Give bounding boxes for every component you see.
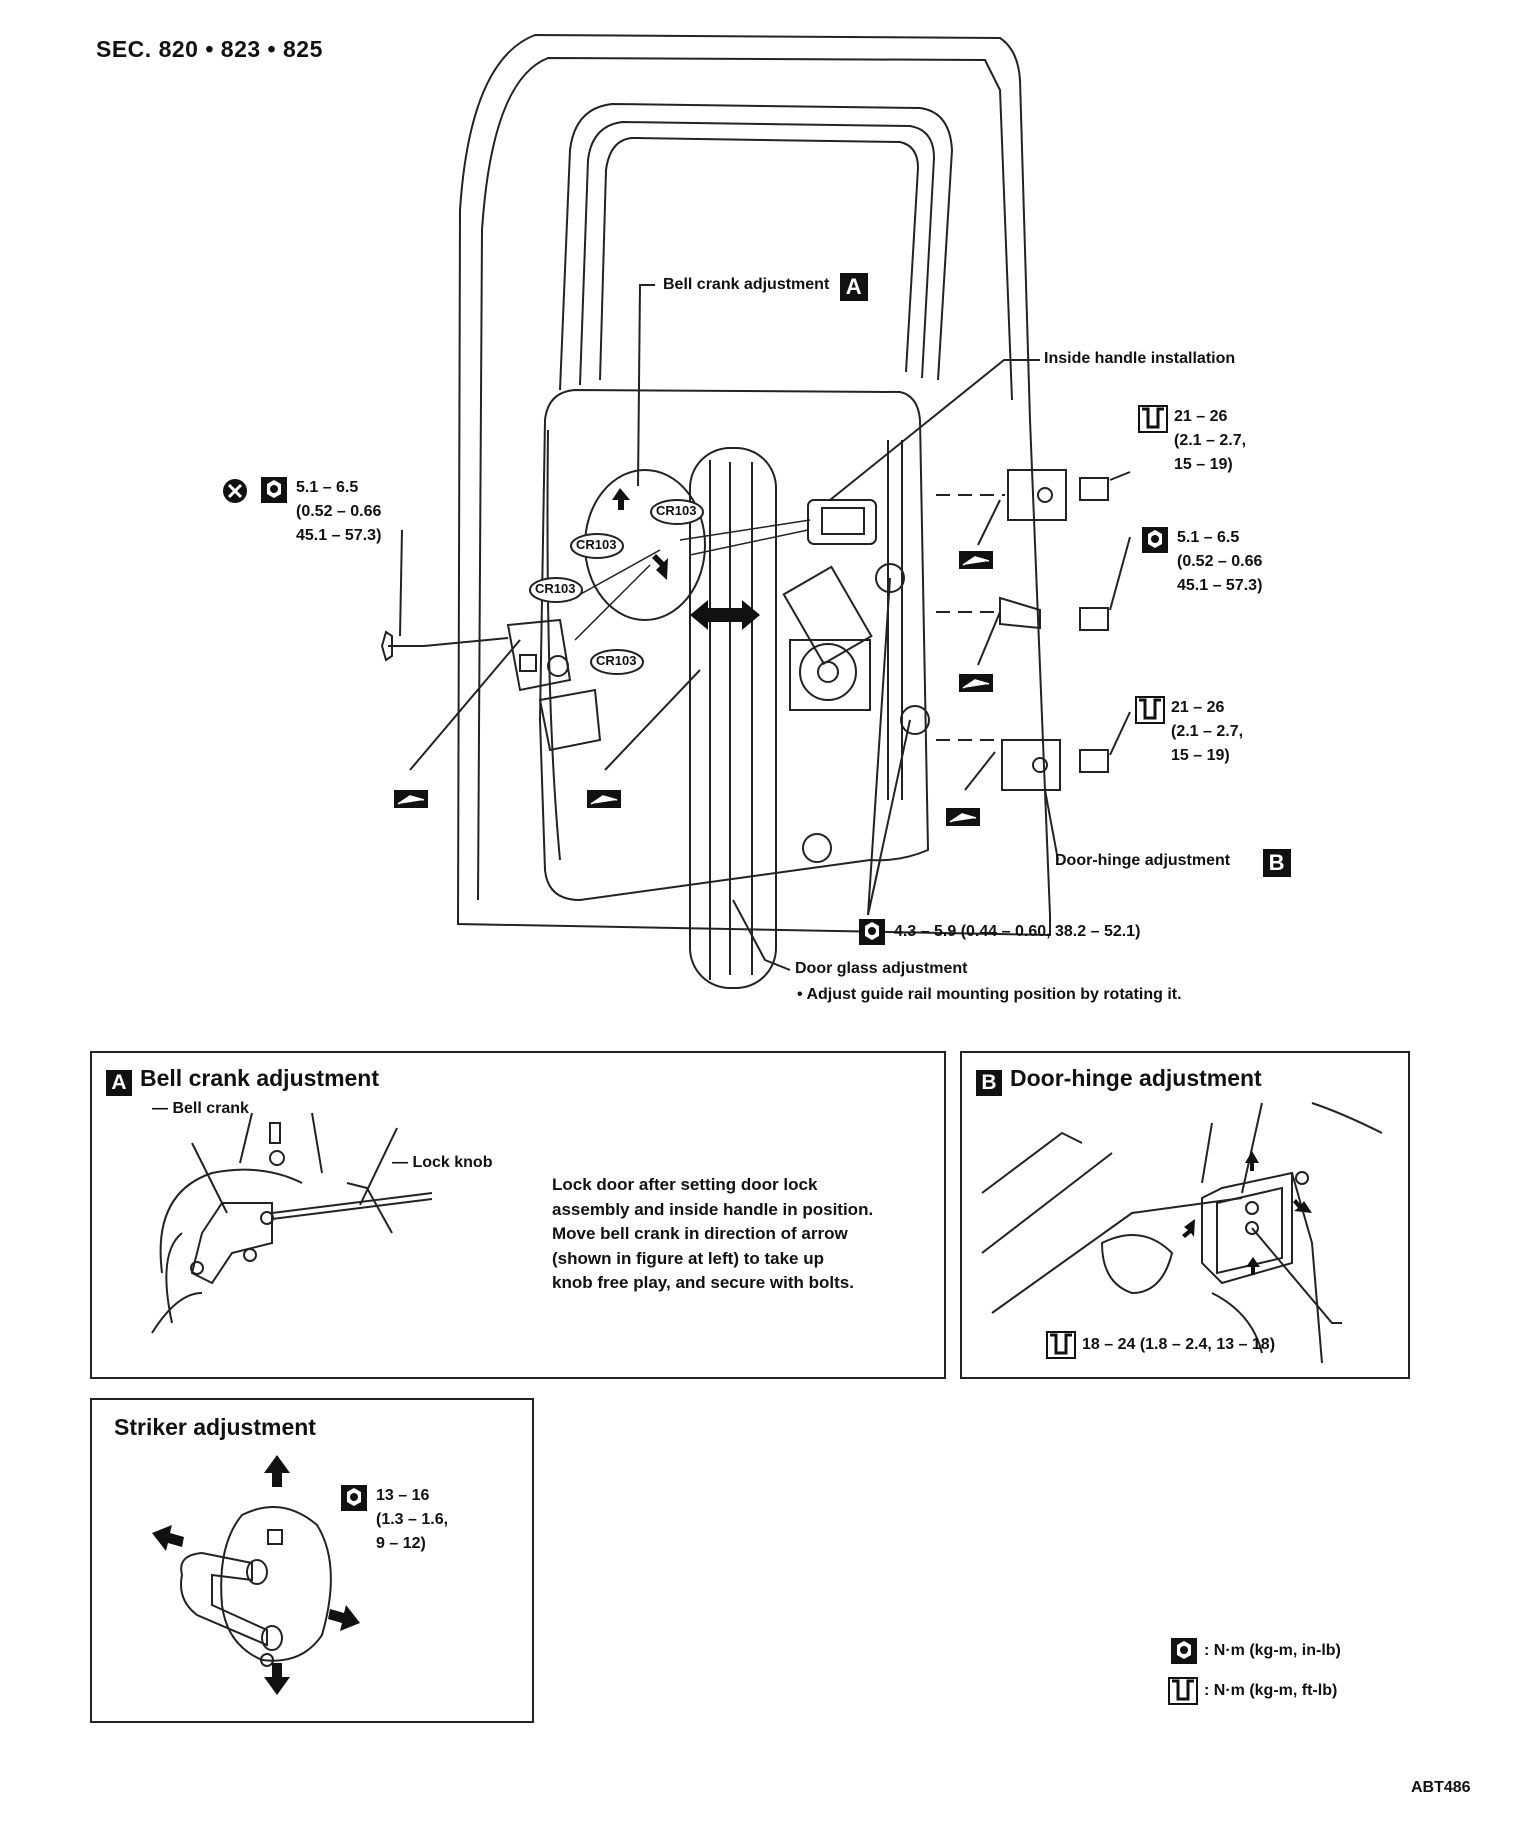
torque-value: 21 – 26: [1171, 699, 1225, 716]
torque-ft-lb-icon: [1135, 696, 1165, 729]
panel-door-hinge-adjustment: B Door-hinge adjustment: [960, 1051, 1410, 1379]
bell-crank-adjustment-text: Bell crank adjustment: [663, 276, 830, 293]
torque-bottom-value: 4.3 – 5.9 (0.44 – 0.60, 38.2 – 52.1): [894, 923, 1141, 940]
panel-a-title: A Bell crank adjustment: [106, 1065, 379, 1096]
cr103-label: CR103: [596, 653, 637, 668]
leader-bell-crank: [637, 284, 655, 487]
lock-knob-label-text: Lock knob: [412, 1154, 493, 1171]
torque-ft-lb-icon: [1168, 1677, 1198, 1710]
ref-badge-a: A: [106, 1070, 132, 1096]
upper-hinge: [1007, 469, 1067, 521]
torque-in-lb-icon: [260, 476, 288, 509]
bell-crank-adjustment-label: Bell crank adjustment A: [663, 273, 868, 301]
torque-left-values: 5.1 – 6.5 (0.52 – 0.66 45.1 – 57.3): [296, 476, 381, 548]
torque-ft-lb-icon: [1138, 405, 1168, 438]
do-not-reuse-icon: [222, 478, 248, 509]
door-glass-adjustment-label: Door glass adjustment: [795, 960, 968, 977]
door-lock-assembly: [506, 618, 572, 692]
door-hinge-drawing: [981, 1102, 1383, 1364]
striker-torque-values: 13 – 16 (1.3 – 1.6, 9 – 12): [376, 1484, 448, 1556]
bell-crank-label: — Bell crank: [152, 1100, 249, 1117]
legend-in-lb: : N·m (kg-m, in-lb): [1204, 1642, 1341, 1659]
figure-code: ABT486: [1411, 1779, 1471, 1796]
ref-badge-b: B: [976, 1070, 1002, 1096]
torque-value: (2.1 – 2.7,: [1174, 432, 1247, 449]
leader-door-glass: [732, 899, 791, 971]
cr103-label: CR103: [656, 503, 697, 518]
bell-crank-drawing: [151, 1112, 433, 1334]
door-glass-note-text: Adjust guide rail mounting position by r…: [806, 986, 1182, 1003]
door-hinge-adjustment-text: Door-hinge adjustment: [1055, 852, 1231, 869]
window-frame: [559, 102, 954, 391]
bell-crank-arrow-up: [612, 488, 630, 510]
torque-value: 21 – 26: [1174, 408, 1228, 425]
bell-crank-label-text: Bell crank: [172, 1100, 249, 1117]
section-header: SEC. 820 • 823 • 825: [96, 36, 323, 62]
panel-b-title-text: Door-hinge adjustment: [1010, 1065, 1262, 1091]
torque-value: (0.52 – 0.66: [296, 503, 382, 520]
striker-title: Striker adjustment: [114, 1414, 316, 1440]
torque-value: (0.52 – 0.66: [1177, 553, 1263, 570]
striker-drawing: [152, 1455, 360, 1695]
torque-middle-right-values: 5.1 – 6.5 (0.52 – 0.66 45.1 – 57.3): [1177, 526, 1262, 598]
hinge-bolts: [1079, 477, 1109, 773]
torque-in-lb-icon: [340, 1484, 368, 1517]
torque-in-lb-icon: [1170, 1637, 1198, 1670]
leader-bottom-bolts: [867, 577, 911, 916]
sealant-icon: [394, 551, 993, 826]
ref-badge-a: A: [839, 273, 868, 301]
regulator-motor: [799, 643, 857, 701]
leader-inside-handle: [829, 359, 1040, 501]
ref-badge-b: B: [1262, 849, 1291, 877]
legend-ft-lb: : N·m (kg-m, ft-lb): [1204, 1682, 1338, 1699]
lock-knob-label: — Lock knob: [392, 1154, 493, 1171]
door-hinge-adjustment-label: Door-hinge adjustment B: [1055, 849, 1291, 877]
door-glass-note: • Adjust guide rail mounting position by…: [797, 986, 1182, 1003]
torque-value: 9 – 12): [376, 1535, 426, 1552]
torque-hinge-upper-values: 21 – 26 (2.1 – 2.7, 15 – 19): [1174, 405, 1246, 477]
cr103-label: CR103: [535, 581, 576, 596]
torque-value: 15 – 19): [1171, 747, 1230, 764]
door-assembly-drawing: [380, 33, 1131, 989]
bell-crank-arrow-down: [652, 554, 668, 580]
torque-value: (1.3 – 1.6,: [376, 1511, 449, 1528]
torque-value: 13 – 16: [376, 1487, 430, 1504]
torque-value: 5.1 – 6.5: [296, 479, 359, 496]
torque-ft-lb-icon: [1046, 1331, 1076, 1364]
door-outer-outline: [456, 33, 1051, 937]
torque-hinge-lower-values: 21 – 26 (2.1 – 2.7, 15 – 19): [1171, 696, 1243, 768]
glass-adjust-arrow: [690, 600, 760, 630]
panel-striker-adjustment: Striker adjustment 13 – 16 (1.3 – 1.6, 9…: [90, 1398, 534, 1723]
inside-handle-installation-label: Inside handle installation: [1044, 350, 1236, 367]
door-inner-outline: [477, 56, 1013, 901]
torque-value: 15 – 19): [1174, 456, 1233, 473]
torque-value: 45.1 – 57.3): [1177, 577, 1263, 594]
glass-guide-rail: [689, 447, 777, 989]
cr103-label: CR103: [576, 537, 617, 552]
panel-b-title: B Door-hinge adjustment: [976, 1065, 1262, 1096]
torque-value: 5.1 – 6.5: [1177, 529, 1240, 546]
torque-value: 45.1 – 57.3): [296, 527, 382, 544]
leader-door-hinge: [1044, 789, 1059, 861]
inside-handle: [807, 499, 877, 545]
panel-bell-crank-adjustment: A Bell crank adjustment — Bell crank — Lo…: [90, 1051, 946, 1379]
inner-door-panel: [538, 388, 930, 902]
torque-in-lb-icon: [858, 918, 886, 951]
bell-crank-instructions: Lock door after setting door lock assemb…: [552, 1175, 874, 1292]
panel-a-title-text: Bell crank adjustment: [140, 1065, 380, 1091]
panel-b-torque: 18 – 24 (1.8 – 2.4, 13 – 18): [1082, 1336, 1276, 1353]
torque-in-lb-icon: [1141, 526, 1169, 559]
torque-value: (2.1 – 2.7,: [1171, 723, 1244, 740]
